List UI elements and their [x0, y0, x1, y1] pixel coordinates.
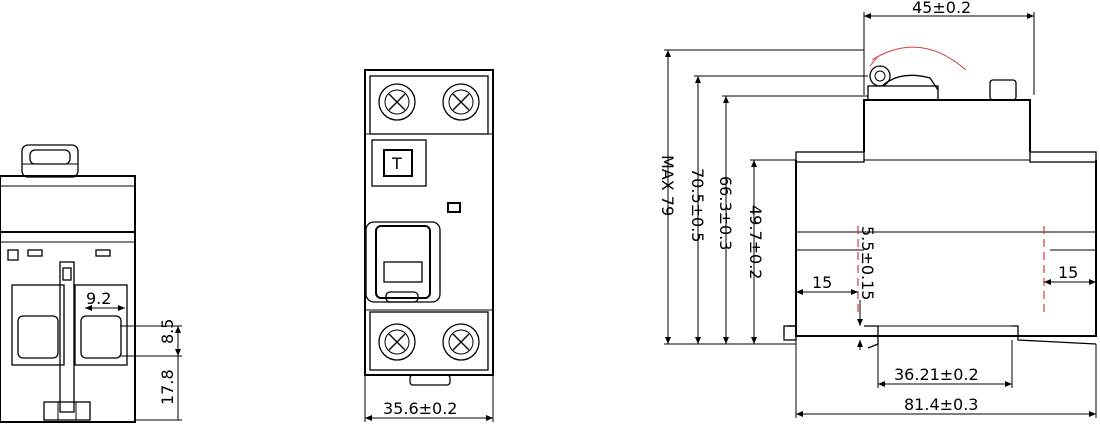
screw-icon: [442, 83, 480, 121]
test-button-label: T: [391, 154, 402, 173]
screw-icon: [378, 323, 416, 361]
dim-max-height: MAX 79: [658, 155, 677, 216]
dim-left-width: 9.2: [86, 289, 111, 308]
dim-offset-left: 15: [812, 273, 832, 292]
dim-height-49: 49.7±0.2: [746, 205, 765, 279]
front-view: [364, 69, 494, 422]
screw-icon: [442, 323, 480, 361]
dim-top-width: 45±0.2: [912, 0, 971, 17]
dim-height-66: 66.3±0.3: [716, 176, 735, 250]
dim-offset-right: 15: [1058, 263, 1078, 282]
dim-height-70: 70.5±0.5: [688, 168, 707, 242]
dim-front-width: 35.6±0.2: [383, 399, 457, 418]
dim-left-height-mid: 17.8: [158, 369, 177, 405]
dim-left-height-small: 8.5: [158, 319, 177, 344]
dim-rail-width: 36.21±0.2: [894, 365, 979, 384]
left-side-view: [0, 144, 182, 423]
screw-icon: [378, 83, 416, 121]
dim-total-width: 81.4±0.3: [904, 395, 978, 414]
right-side-view: [664, 12, 1097, 418]
dim-rail-height: 5.5±0.15: [858, 226, 877, 300]
